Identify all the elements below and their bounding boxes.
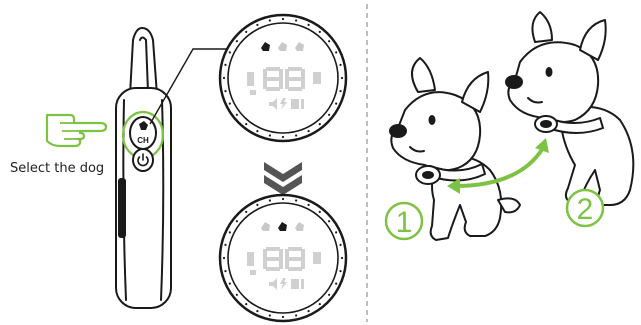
- dog-selector-row: [261, 42, 304, 51]
- curved-double-arrow-icon: [447, 138, 549, 194]
- bezel-dot: [318, 210, 321, 213]
- channel-button-label: CH: [137, 136, 149, 145]
- bezel-dot: [281, 135, 285, 139]
- bezel-dot: [268, 134, 271, 137]
- bezel-dot: [339, 90, 342, 93]
- bezel-dot: [335, 51, 338, 54]
- bezel-dot: [295, 314, 298, 317]
- display-after: [218, 193, 348, 323]
- digit-display: [263, 247, 305, 271]
- bezel-dot: [235, 40, 238, 43]
- bezel-dot: [307, 310, 310, 313]
- bezel-dot: [228, 231, 231, 234]
- bezel-dot: [307, 203, 310, 206]
- dog-selector-row: [261, 222, 304, 231]
- bezel-dot: [295, 199, 298, 202]
- bezel-dot: [235, 220, 238, 223]
- bezel-dot: [339, 63, 342, 66]
- step-2-number: 2: [577, 193, 594, 226]
- bezel-dot: [224, 63, 227, 66]
- bezel-dot: [339, 270, 342, 273]
- bezel-dot: [245, 123, 248, 126]
- dog-illustration: [505, 11, 635, 206]
- step-2-badge: 2: [565, 188, 605, 228]
- bezel-dot: [245, 30, 248, 33]
- power-icon: [137, 153, 149, 167]
- mode-icons: [269, 98, 304, 110]
- bezel-dot: [222, 76, 226, 80]
- chevron-down-icon: [264, 162, 302, 195]
- bezel-dot: [328, 113, 331, 116]
- bezel-dot: [328, 40, 331, 43]
- bezel-dot: [235, 293, 238, 296]
- bezel-dot: [228, 51, 231, 54]
- bezel-dot: [295, 19, 298, 22]
- bezel-dot: [281, 315, 285, 319]
- bezel-dot: [245, 210, 248, 213]
- bezel-dot: [268, 19, 271, 22]
- bezel-dot: [256, 203, 259, 206]
- bezel-dot: [328, 220, 331, 223]
- step-1-badge: 1: [384, 201, 424, 241]
- bezel-dot: [335, 231, 338, 234]
- bezel-dot: [307, 130, 310, 133]
- remote-transmitter: [115, 27, 172, 309]
- bezel-dot: [281, 17, 285, 21]
- bezel-dot: [268, 314, 271, 317]
- bezel-dot: [340, 256, 344, 260]
- bezel-dot: [328, 293, 331, 296]
- bezel-dot: [245, 303, 248, 306]
- dog-illustration: [389, 57, 521, 241]
- bezel-dot: [335, 102, 338, 105]
- digit-display: [263, 67, 305, 91]
- bezel-dot: [295, 134, 298, 137]
- bezel-dot: [339, 243, 342, 246]
- bezel-dot: [222, 256, 226, 260]
- bezel-dot: [335, 282, 338, 285]
- step-1-number: 1: [396, 206, 413, 239]
- display-before: [218, 13, 348, 143]
- dog-head-icon: [139, 121, 148, 130]
- bezel-dot: [318, 30, 321, 33]
- bezel-dot: [224, 270, 227, 273]
- power-button[interactable]: [132, 148, 154, 172]
- bezel-dot: [256, 130, 259, 133]
- mode-icons: [269, 278, 304, 290]
- bezel-dot: [228, 102, 231, 105]
- bezel-dot: [340, 76, 344, 80]
- bezel-dot: [256, 23, 259, 26]
- bezel-dot: [224, 90, 227, 93]
- bezel-dot: [235, 113, 238, 116]
- bezel-dot: [318, 303, 321, 306]
- bezel-dot: [228, 282, 231, 285]
- bezel-dot: [268, 199, 271, 202]
- bezel-dot: [307, 23, 310, 26]
- bezel-dot: [224, 243, 227, 246]
- bezel-dot: [318, 123, 321, 126]
- bezel-dot: [281, 197, 285, 201]
- bezel-dot: [256, 310, 259, 313]
- pointing-hand-icon: [45, 113, 108, 148]
- select-dog-caption: Select the dog: [10, 161, 105, 176]
